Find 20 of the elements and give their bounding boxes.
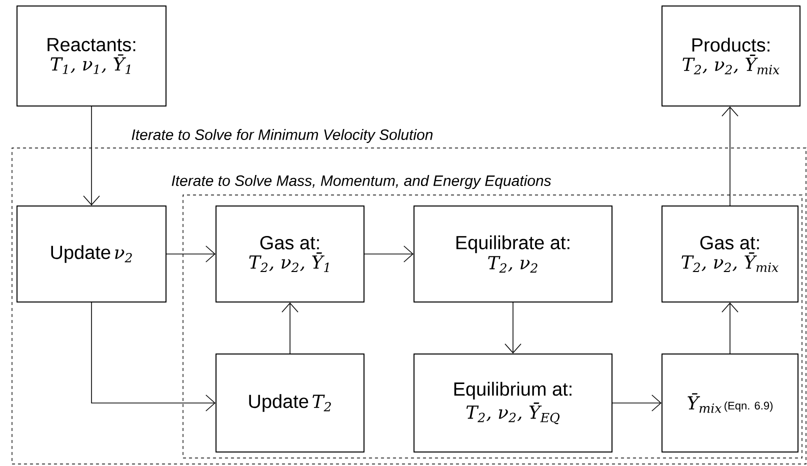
process-box: Equilibrium at: T$_{2}$, ν$_{2}$, Ȳ$_{EQ}$ <box>414 354 612 452</box>
arrow <box>282 302 298 354</box>
process-box: Gas at: T$_{2}$, ν$_{2}$, Ȳ$_{1}$ <box>216 206 364 302</box>
process-box: Ȳ$_{mix}$ (Eqn. 6.9) <box>662 354 798 452</box>
arrow <box>504 302 522 354</box>
process-box: Products: T$_{2}$, ν$_{2}$, Ȳ$_{mix}$ <box>662 6 800 106</box>
arrow <box>364 246 414 262</box>
process-box: Reactants: T$_{1}$, ν$_{1}$, Ȳ$_{1}$ <box>16 6 166 106</box>
process-box: Update ν$_{2}$ <box>16 206 166 302</box>
arrow <box>91 302 216 412</box>
arrow <box>166 246 216 262</box>
arrow <box>722 106 738 206</box>
process-box: Update T$_{2}$ <box>216 354 364 452</box>
arrow <box>612 394 662 412</box>
group-heading: Iterate to Solve Mass, Momentum, and Energy Equations <box>172 175 552 189</box>
group-heading: Iterate to Solve for Minimum Velocity Solution <box>132 129 433 143</box>
arrow <box>722 302 738 354</box>
process-box: Equilibrate at: T$_{2}$, ν$_{2}$ <box>414 206 612 302</box>
arrow <box>83 106 100 206</box>
process-box: Gas at: T$_{2}$, ν$_{2}$, Ȳ$_{mix}$ <box>662 206 798 302</box>
